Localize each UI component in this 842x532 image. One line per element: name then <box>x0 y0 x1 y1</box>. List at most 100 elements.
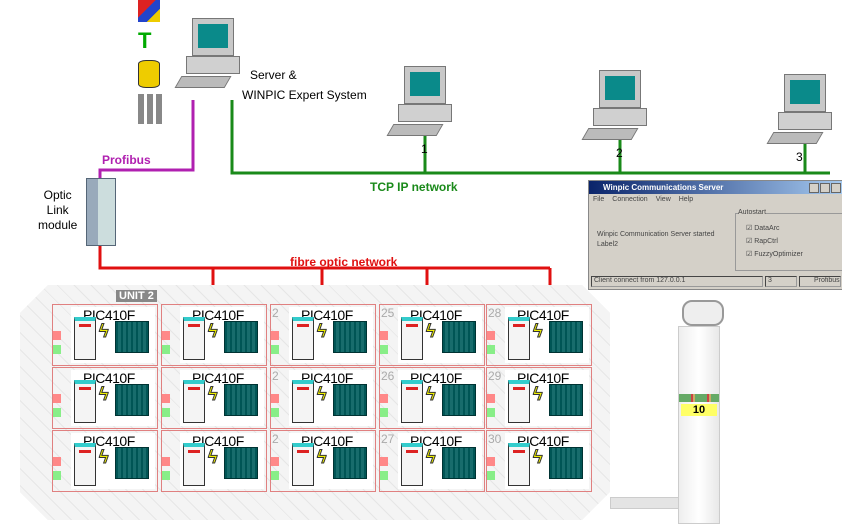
pic410f-cell[interactable]: 26 PIC410F ϟ <box>379 367 485 429</box>
ok-indicator <box>487 408 495 417</box>
status-client: Client connect from 127.0.0.1 <box>591 276 763 287</box>
pic410f-cell[interactable]: PIC410F ϟ <box>161 367 267 429</box>
pic410f-device: PIC410F ϟ <box>289 433 373 489</box>
cell-number: 28 <box>488 306 502 320</box>
close-button[interactable] <box>831 183 841 193</box>
optic-link-label: Optic Link module <box>38 188 77 233</box>
alarm-indicator <box>271 331 279 340</box>
pic410f-device: PIC410F ϟ <box>505 433 589 489</box>
lightning-icon: ϟ <box>317 321 327 342</box>
unit-label: UNIT 2 <box>116 290 157 302</box>
pic410f-cell[interactable]: PIC410F ϟ <box>161 430 267 492</box>
pic410f-cell[interactable]: PIC410F ϟ <box>52 430 158 492</box>
checkbox-dataarc[interactable]: ☑ DataArc <box>746 225 780 232</box>
pic410f-cell[interactable]: 30 PIC410F ϟ <box>486 430 592 492</box>
pic410f-device: PIC410F ϟ <box>180 433 264 489</box>
status-message: Winpic Communication Server started <box>597 231 715 238</box>
chimney[interactable]: 10 <box>678 326 720 524</box>
cabinet-icon <box>292 317 314 360</box>
ok-indicator <box>162 471 170 480</box>
ok-indicator <box>380 345 388 354</box>
lightning-icon: ϟ <box>317 447 327 468</box>
alarm-indicator <box>53 457 61 466</box>
lightning-icon: ϟ <box>426 321 436 342</box>
lightning-icon: ϟ <box>426 447 436 468</box>
transformer-icon <box>115 384 149 416</box>
pic410f-cell[interactable]: 2 PIC410F ϟ <box>270 304 376 366</box>
device-title: PIC410F <box>410 307 462 323</box>
transformer-icon <box>224 384 258 416</box>
pic410f-device: PIC410F ϟ <box>289 307 373 363</box>
maximize-button[interactable] <box>820 183 830 193</box>
client-number: 3 <box>796 150 803 164</box>
pic410f-device: PIC410F ϟ <box>180 307 264 363</box>
device-title: PIC410F <box>301 370 353 386</box>
lightning-icon: ϟ <box>99 321 109 342</box>
cabinet-icon <box>292 380 314 423</box>
alarm-indicator <box>271 394 279 403</box>
device-title: PIC410F <box>83 307 135 323</box>
transformer-icon <box>442 384 476 416</box>
menu-connection[interactable]: Connection <box>612 196 648 203</box>
cabinet-icon <box>74 317 96 360</box>
status-bar: Client connect from 127.0.0.1 3 Profibus <box>591 276 841 287</box>
pic410f-cell[interactable]: 28 PIC410F ϟ <box>486 304 592 366</box>
checkbox-rapctrl[interactable]: ☑ RapCtrl <box>746 238 778 245</box>
client-computer[interactable] <box>581 70 651 148</box>
server-computer[interactable] <box>174 18 244 96</box>
server-label: WINPIC Expert System <box>242 88 367 102</box>
lightning-icon: ϟ <box>208 447 218 468</box>
device-title: PIC410F <box>192 307 244 323</box>
alarm-indicator <box>487 394 495 403</box>
minimize-button[interactable] <box>809 183 819 193</box>
fibre-line <box>98 245 550 270</box>
ok-indicator <box>271 345 279 354</box>
cabinet-icon <box>292 443 314 486</box>
pic410f-cell[interactable]: 2 PIC410F ϟ <box>270 430 376 492</box>
ok-indicator <box>271 471 279 480</box>
comm-server-window[interactable]: Winpic Communications Server File Connec… <box>588 180 842 290</box>
menu-bar: File Connection View Help <box>589 194 842 205</box>
menu-view[interactable]: View <box>655 196 671 203</box>
menu-help[interactable]: Help <box>678 196 694 203</box>
cell-number: 2 <box>272 432 279 446</box>
pic410f-device: PIC410F ϟ <box>398 370 482 426</box>
pic410f-device: PIC410F ϟ <box>71 307 155 363</box>
ok-indicator <box>162 408 170 417</box>
menu-file[interactable]: File <box>593 196 605 203</box>
alarm-indicator <box>487 331 495 340</box>
client-computer[interactable] <box>386 66 456 144</box>
alarm-indicator <box>162 331 170 340</box>
pic410f-cell[interactable]: 29 PIC410F ϟ <box>486 367 592 429</box>
cabinet-icon <box>183 443 205 486</box>
ok-indicator <box>487 345 495 354</box>
checkbox-fuzzyoptimizer[interactable]: ☑ FuzzyOptimizer <box>746 251 803 258</box>
pic410f-cell[interactable]: 27 PIC410F ϟ <box>379 430 485 492</box>
autostart-label: Autostart <box>738 209 767 216</box>
pic410f-cell[interactable]: 25 PIC410F ϟ <box>379 304 485 366</box>
optic-link-label-line: Optic <box>43 188 72 202</box>
pic410f-cell[interactable]: PIC410F ϟ <box>161 304 267 366</box>
tcp-ip-line <box>230 100 830 175</box>
profibus-line <box>98 100 195 180</box>
cabinet-icon <box>401 380 423 423</box>
device-title: PIC410F <box>301 433 353 449</box>
pic410f-cell[interactable]: 2 PIC410F ϟ <box>270 367 376 429</box>
client-computer[interactable] <box>766 74 836 152</box>
device-title: PIC410F <box>192 433 244 449</box>
device-title: PIC410F <box>301 307 353 323</box>
optic-link-module[interactable] <box>86 178 116 246</box>
alarm-indicator <box>271 457 279 466</box>
pic410f-cell[interactable]: PIC410F ϟ <box>52 304 158 366</box>
cabinet-icon <box>74 443 96 486</box>
device-title: PIC410F <box>83 433 135 449</box>
transformer-icon <box>224 321 258 353</box>
pic410f-cell[interactable]: PIC410F ϟ <box>52 367 158 429</box>
lightning-icon: ϟ <box>426 384 436 405</box>
ok-indicator <box>487 471 495 480</box>
cabinet-icon <box>508 317 530 360</box>
cabinet-icon <box>183 317 205 360</box>
transformer-icon <box>549 447 583 479</box>
lightning-icon: ϟ <box>533 447 543 468</box>
checkbox-label: DataArc <box>754 225 780 232</box>
